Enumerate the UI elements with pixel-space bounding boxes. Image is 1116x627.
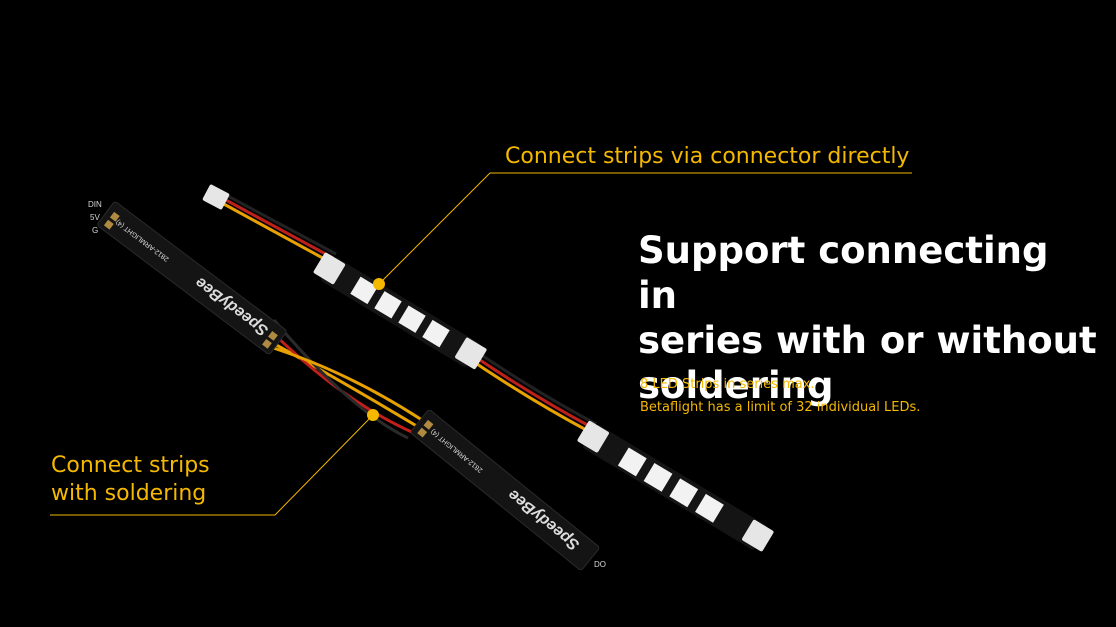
pad-label-do: DO [594,560,606,569]
headline-line2: series with or without [638,319,1097,362]
callout-soldering-line [50,409,379,516]
headline: Support connecting in series with or wit… [638,228,1098,408]
led-strip-right-top [313,252,487,370]
end-connector [202,184,230,210]
led-strip-left-bottom: SpeedyBee 2812-ARMLIGHT (4) [410,409,600,571]
subtext-line2: Betaflight has a limit of 32 individual … [640,400,921,415]
callout-soldering-text: Connect strips with soldering [51,452,210,508]
wire-harness-middle [467,348,597,434]
headline-line3: soldering [638,364,834,407]
pad-label-g: G [92,226,99,235]
pcb-brand-logo: SpeedyBee [505,486,583,554]
subtext-line1: 8 LED Strips in series max. [640,377,815,392]
led-strip-right-bottom [577,420,774,552]
pad-label-din: DIN [88,200,102,209]
callout-connector-text: Connect strips via connector directly [505,144,910,169]
wire-harness-top [221,193,337,264]
subtext: 8 LED Strips in series max. Betaflight h… [640,373,920,419]
callout-soldering-line2: with soldering [51,481,207,506]
callout-soldering-line1: Connect strips [51,453,210,478]
solder-wires [261,319,423,440]
callout-connector-line [373,172,912,290]
headline-line1: Support connecting in [638,229,1049,317]
pad-label-5v: 5V [90,213,100,222]
